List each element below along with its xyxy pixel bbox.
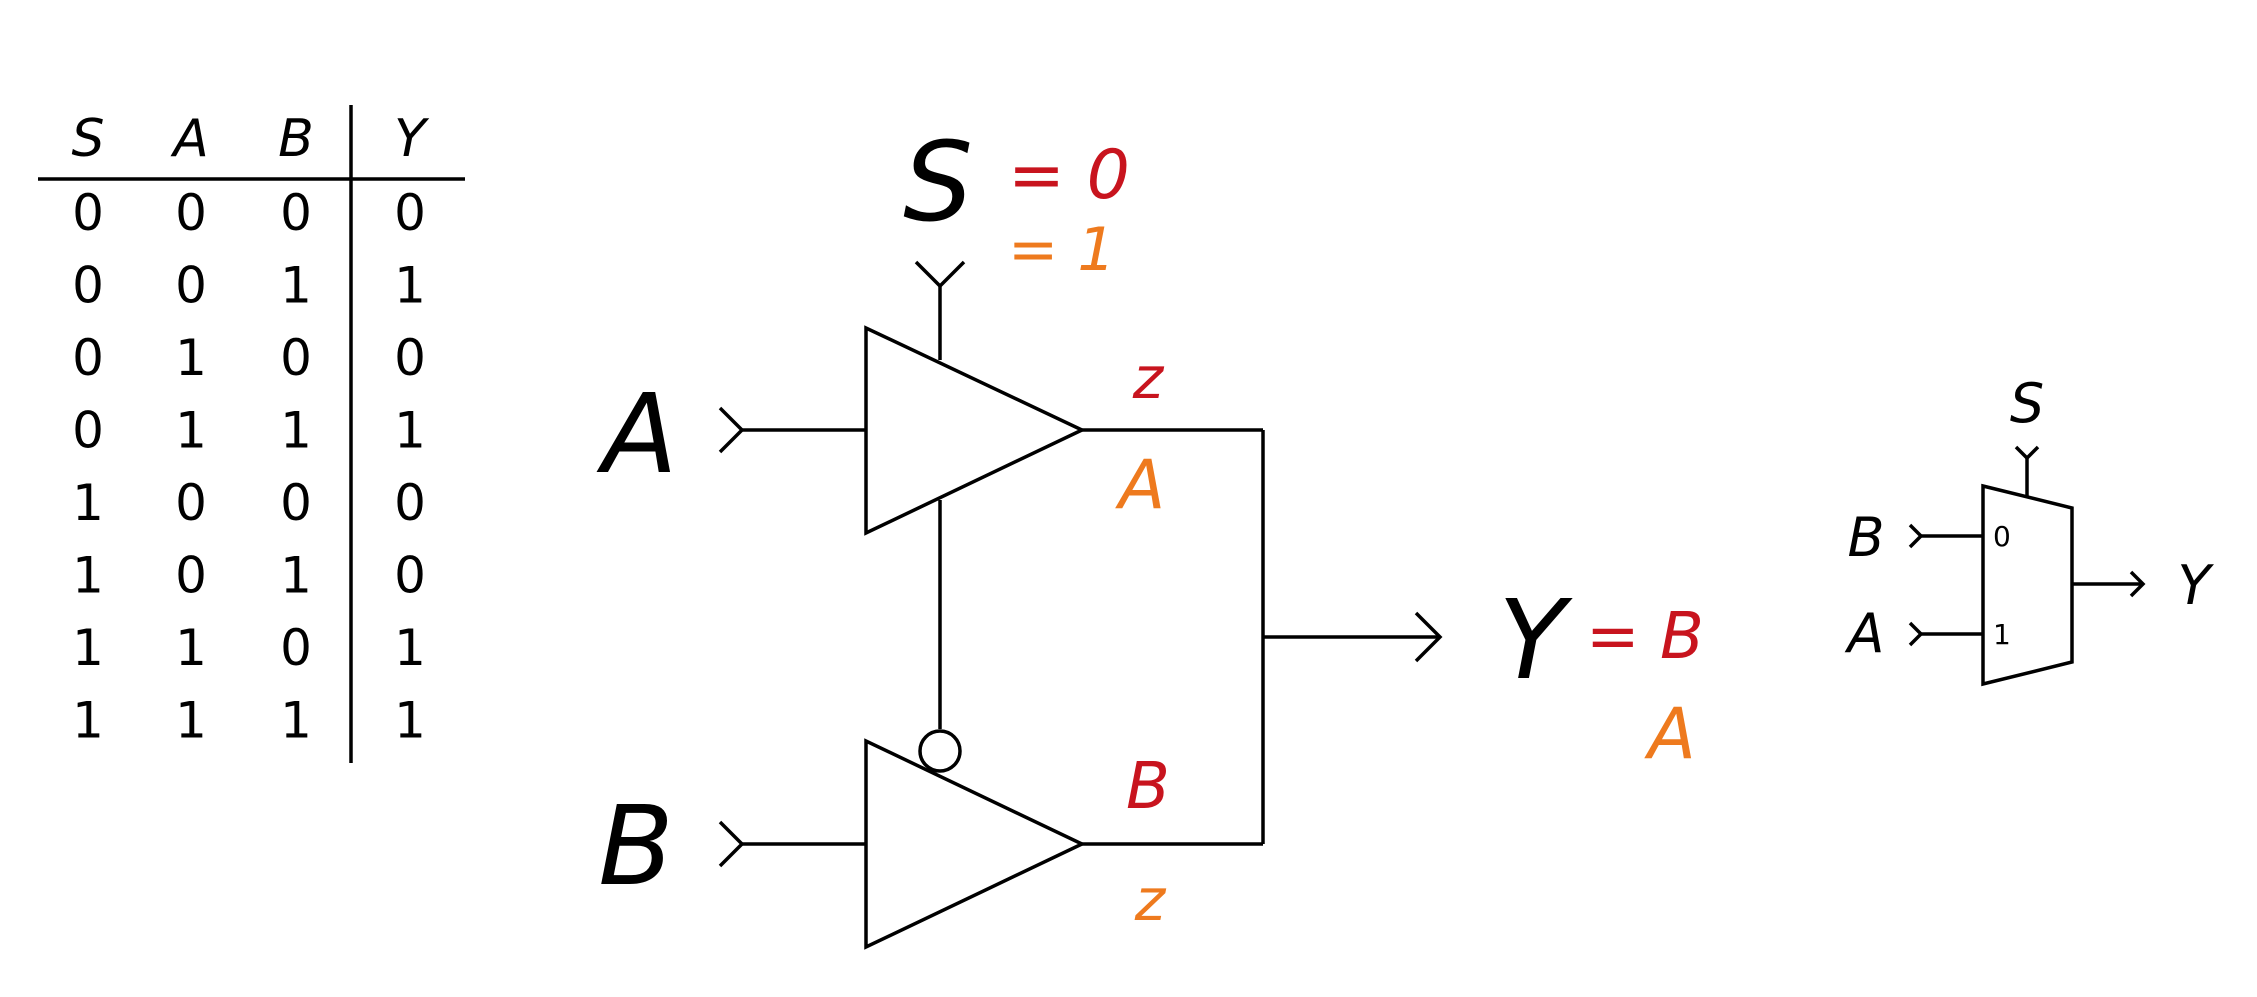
truth-table-cell-y: 0 bbox=[394, 547, 426, 605]
truth-table-cell-b: 0 bbox=[280, 329, 312, 387]
truth-table-cell-b: 1 bbox=[280, 692, 312, 750]
mux-input-a-label: A bbox=[1845, 602, 1885, 665]
truth-table-cell-a: 0 bbox=[175, 547, 207, 605]
mux-port-1: 1 bbox=[1993, 618, 2011, 651]
header-a: A bbox=[170, 109, 209, 169]
truth-table-cell-y: 1 bbox=[394, 619, 426, 677]
output-arrow bbox=[1414, 611, 1443, 663]
truth-table-row: 1 1 1 1 bbox=[72, 692, 426, 750]
truth-table-cell-b: 0 bbox=[280, 184, 312, 242]
select-input-arrow bbox=[914, 260, 966, 289]
truth-table-cell-a: 0 bbox=[175, 184, 207, 242]
input-a-label: A bbox=[596, 370, 677, 498]
mux-output-arrow bbox=[2129, 570, 2146, 598]
truth-table-cell-s: 1 bbox=[72, 547, 104, 605]
truth-table-cell-a: 0 bbox=[175, 257, 207, 315]
header-y: Y bbox=[394, 109, 430, 169]
truth-table-cell-s: 0 bbox=[72, 402, 104, 460]
mux-select-label: S bbox=[2010, 372, 2044, 435]
truth-table-cell-y: 1 bbox=[394, 257, 426, 315]
truth-table-row: 1 1 0 1 bbox=[72, 619, 426, 677]
mux-body bbox=[1981, 483, 2074, 687]
truth-table-cell-y: 1 bbox=[394, 402, 426, 460]
truth-table-row: 0 0 1 1 bbox=[72, 257, 426, 315]
truth-table-cell-s: 1 bbox=[72, 692, 104, 750]
select-equals-one-note: = 1 bbox=[1008, 215, 1116, 285]
truth-table-cell-a: 1 bbox=[175, 692, 207, 750]
inverter-bubble bbox=[918, 729, 962, 773]
truth-table-cell-s: 0 bbox=[72, 184, 104, 242]
mux-input-b-label: B bbox=[1847, 506, 1884, 569]
mux-input-b-arrow bbox=[1908, 523, 1924, 549]
truth-table-cell-a: 1 bbox=[175, 329, 207, 387]
tristate-buffer-a bbox=[864, 325, 1087, 536]
mux-input-a-arrow bbox=[1908, 621, 1924, 647]
input-b-arrow bbox=[718, 820, 745, 868]
truth-table-cell-y: 0 bbox=[394, 474, 426, 532]
truth-table-cell-s: 1 bbox=[72, 619, 104, 677]
truth-table-row: 0 0 0 0 bbox=[72, 184, 426, 242]
truth-table-cell-a: 1 bbox=[175, 402, 207, 460]
truth-table-cell-b: 1 bbox=[280, 402, 312, 460]
gate-a-output-z-note: z bbox=[1132, 344, 1165, 412]
input-b-label: B bbox=[598, 782, 673, 910]
mux-output-label: Y bbox=[2178, 554, 2215, 617]
mux-select-arrow bbox=[2014, 445, 2040, 461]
truth-table-row: 0 1 0 0 bbox=[72, 329, 426, 387]
truth-table-body: 0 0 0 0 0 0 1 1 0 1 0 0 0 1 1 1 1 0 0 0 1 0 1 0 1 1 0 1 1 1 1 1 bbox=[72, 184, 426, 750]
truth-table-cell-y: 0 bbox=[394, 329, 426, 387]
truth-table-cell-b: 0 bbox=[280, 474, 312, 532]
output-equals-a-note: A bbox=[1644, 693, 1696, 775]
header-s: S bbox=[71, 109, 104, 169]
gate-a-output-a-note: A bbox=[1115, 446, 1166, 525]
truth-table-cell-b: 0 bbox=[280, 619, 312, 677]
annotations: = 0 = 1 z A B z = B A bbox=[1008, 136, 1704, 934]
mux-symbol: S B 0 A 1 Y bbox=[1845, 372, 2215, 687]
gate-b-output-b-note: B bbox=[1126, 750, 1170, 824]
select-equals-zero-note: = 0 bbox=[1008, 136, 1130, 215]
tristate-mux-circuit: S A B Y bbox=[596, 118, 1573, 950]
truth-table-cell-b: 1 bbox=[280, 547, 312, 605]
header-b: B bbox=[278, 109, 314, 169]
truth-table-header: S A B Y bbox=[71, 109, 430, 169]
truth-table-cell-s: 1 bbox=[72, 474, 104, 532]
tristate-buffer-b bbox=[864, 738, 1087, 950]
truth-table-cell-y: 1 bbox=[394, 692, 426, 750]
mux-port-0: 0 bbox=[1993, 520, 2011, 553]
truth-table-row: 1 0 1 0 bbox=[72, 547, 426, 605]
truth-table-cell-s: 0 bbox=[72, 329, 104, 387]
truth-table-row: 1 0 0 0 bbox=[72, 474, 426, 532]
gate-b-output-z-note: z bbox=[1134, 866, 1167, 934]
output-y-label: Y bbox=[1498, 576, 1573, 704]
output-equals-b-note: = B bbox=[1586, 600, 1704, 674]
truth-table-row: 0 1 1 1 bbox=[72, 402, 426, 460]
truth-table-cell-a: 0 bbox=[175, 474, 207, 532]
truth-table-cell-y: 0 bbox=[394, 184, 426, 242]
input-a-arrow bbox=[718, 406, 745, 454]
select-s-label: S bbox=[903, 118, 973, 246]
truth-table: S A B Y 0 0 0 0 0 0 1 1 0 1 0 0 0 1 1 1 1 0 0 0 1 0 1 0 1 1 0 1 1 1 1 1 bbox=[38, 105, 465, 763]
truth-table-cell-b: 1 bbox=[280, 257, 312, 315]
truth-table-cell-a: 1 bbox=[175, 619, 207, 677]
truth-table-cell-s: 0 bbox=[72, 257, 104, 315]
